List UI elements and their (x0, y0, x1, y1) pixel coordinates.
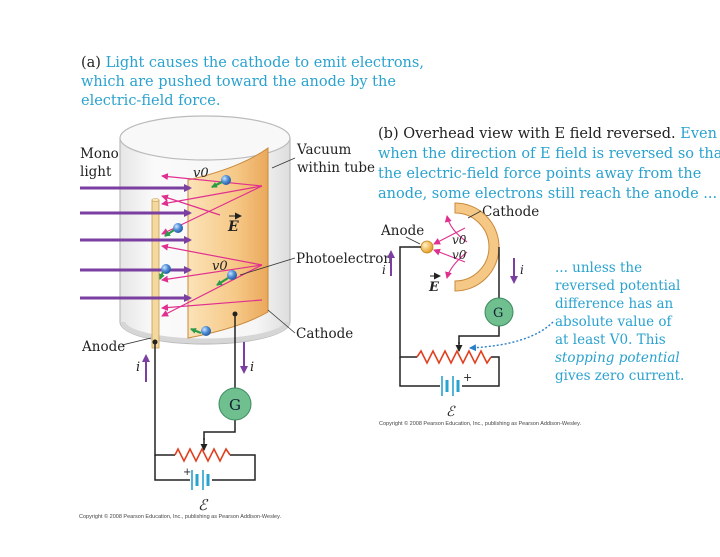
current-label-a-1: i (136, 360, 140, 375)
caption-b-line4: anode, some electrons still reach the an… (378, 186, 718, 202)
note-line4: absolute value of (555, 314, 672, 330)
caption-b-blue-start: Even (680, 126, 717, 142)
caption-b-dark: Overhead view with E field reversed. (403, 126, 676, 142)
circuit-wires-b (399, 246, 500, 387)
note-line1: ... unless the (555, 260, 643, 276)
label-cathode-a: Cathode (296, 326, 354, 342)
label-anode-b: Anode (381, 223, 425, 239)
current-label-b-2: i (520, 263, 524, 277)
caption-a-line1: (a) Light causes the cathode to emit ele… (81, 54, 424, 72)
circuit-wires-a (154, 314, 256, 481)
note-line7: gives zero current. (555, 368, 685, 384)
caption-a-text-1: Light causes the cathode to emit electro… (105, 55, 424, 71)
label-vacuum: Vacuum (297, 142, 352, 158)
battery-b (441, 376, 460, 396)
velocity-arrows-a (158, 181, 229, 335)
galvanometer-b (484, 297, 514, 327)
leader-anode-b (405, 236, 421, 245)
caption-a-line2: which are pushed toward the anode by the (81, 74, 396, 90)
light-arrows (80, 184, 192, 302)
label-cathode-b: Cathode (482, 204, 540, 220)
galvanometer-label-b: G (493, 306, 503, 321)
field-label-a: E (227, 219, 239, 235)
caption-a-tag: (a) (81, 55, 101, 71)
galvanometer-label-a: G (229, 396, 241, 414)
current-label-b-1: i (382, 263, 386, 277)
caption-a-line3: electric-field force. (81, 93, 221, 109)
resistor-a (174, 447, 231, 463)
note-line6: stopping potential (555, 350, 680, 366)
electrons-a (161, 175, 237, 336)
v0-label-a-2: v0 (212, 259, 228, 274)
electron-paths-b (433, 215, 468, 279)
battery-plus-a: + (183, 467, 191, 478)
caption-b-line3: the electric-field force points away fro… (378, 166, 702, 182)
caption-b-line2: when the direction of E field is reverse… (378, 146, 720, 162)
emf-label-a: ℰ (198, 496, 209, 514)
cathode-arc-b (454, 202, 500, 292)
v0-label-b-2: v0 (452, 248, 467, 262)
leader-lines-a (121, 157, 296, 346)
v0-label-b-1: v0 (452, 233, 467, 247)
anode-rod-a (151, 198, 160, 349)
note-line5: at least V0. This (555, 332, 666, 348)
leader-cathode-b (467, 210, 482, 219)
label-anode-a: Anode (82, 339, 126, 355)
copyright-b: Copyright © 2008 Pearson Education, Inc.… (379, 421, 581, 427)
caption-b-tag: (b) (378, 126, 399, 142)
battery-plus-b: + (463, 371, 472, 384)
anode-dot-b (420, 240, 434, 254)
field-label-b: E (428, 280, 440, 295)
label-within-tube: within tube (297, 160, 376, 176)
copyright-a: Copyright © 2008 Pearson Education, Inc.… (79, 514, 281, 520)
battery-a (191, 470, 210, 490)
galvanometer-a (218, 387, 252, 421)
emf-label-b: ℰ (446, 404, 456, 420)
v0-label-a-1: v0 (193, 166, 209, 181)
resistor-b (416, 349, 492, 365)
current-label-a-2: i (250, 360, 254, 375)
note-line2: reversed potential (555, 278, 681, 294)
label-light: light (80, 164, 112, 180)
note-pointer (469, 321, 554, 352)
label-photoelectron: Photoelectron (296, 251, 393, 267)
caption-b-line1: (b) Overhead view with E field reversed.… (378, 125, 717, 143)
note-line3: difference has an (555, 296, 674, 312)
